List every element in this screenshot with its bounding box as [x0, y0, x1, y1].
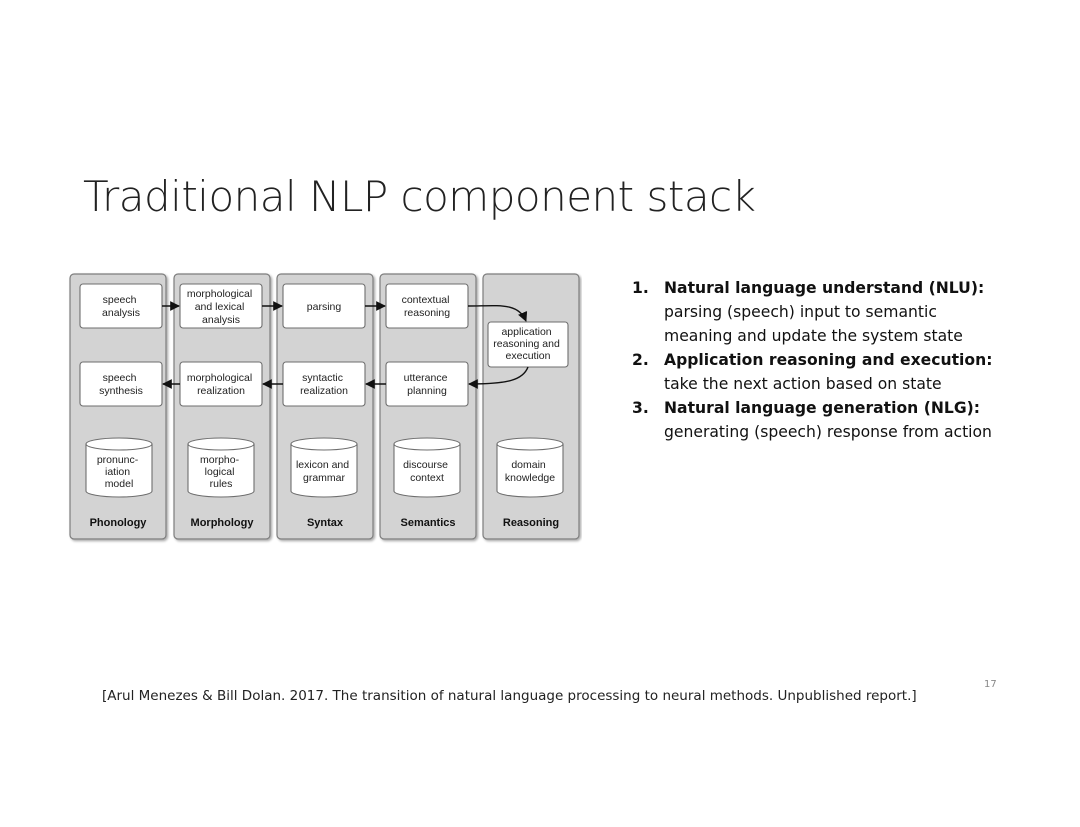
morphological-analysis-label: morphological and lexical analysis [187, 288, 255, 326]
parsing-label: parsing [307, 301, 342, 313]
list-item-number: 3. [632, 399, 649, 417]
page-number: 17 [984, 679, 997, 690]
utterance-planning-label: utterance planning [404, 372, 451, 397]
list-item-text: parsing (speech) input to semantic [664, 303, 937, 321]
column-label-morphology: Morphology [191, 517, 255, 529]
svg-text:lexicon and grammar: lexicon and grammar [296, 459, 352, 484]
morphological-realization-label: morphological realization [187, 372, 255, 397]
list-item-heading: Natural language generation (NLG): [664, 399, 980, 417]
column-reasoning [482, 273, 580, 540]
list-item-heading: Natural language understand (NLU): [664, 279, 985, 297]
nlp-stack-diagram: speech analysis morphological and lexica… [68, 272, 582, 544]
speech-synthesis-box [79, 361, 163, 407]
morphological-realization-box [179, 361, 263, 407]
list-item-number: 2. [632, 351, 649, 369]
slide-title: Traditional NLP component stack [83, 172, 756, 221]
lexicon-grammar-store: lexicon and grammar [290, 437, 358, 498]
list-item: 1. Natural language understand (NLU): pa… [632, 276, 1052, 348]
discourse-context-store: discourse context [393, 437, 461, 498]
utterance-planning-box [385, 361, 469, 407]
speech-analysis-label: speech analysis [102, 294, 140, 319]
list-item-text: meaning and update the system state [664, 327, 963, 345]
pipeline-description-list: 1. Natural language understand (NLU): pa… [632, 276, 1052, 444]
nlp-stack-svg: speech analysis morphological and lexica… [69, 273, 580, 540]
list-item-text: take the next action based on state [664, 375, 942, 393]
citation: [Arul Menezes & Bill Dolan. 2017. The tr… [102, 688, 917, 704]
arrow-application-to-utterance [468, 366, 529, 389]
arrow-context-to-application [467, 304, 528, 322]
column-label-phonology: Phonology [90, 517, 148, 529]
column-label-reasoning: Reasoning [503, 517, 559, 529]
column-label-semantics: Semantics [400, 517, 455, 529]
pronunciation-model-store: pronunc- iation model [85, 437, 153, 498]
list-item-heading: Application reasoning and execution: [664, 351, 993, 369]
morphological-rules-store: morpho- logical rules [187, 437, 255, 498]
svg-text:discourse context: discourse context [403, 459, 451, 484]
column-label-syntax: Syntax [307, 517, 344, 529]
list-item-text: generating (speech) response from action [664, 423, 992, 441]
svg-text:pronunc- iation: pronunc- iation model [97, 454, 141, 490]
contextual-reasoning-box [385, 283, 469, 329]
list-item-number: 1. [632, 279, 649, 297]
contextual-reasoning-label: contextual reasoning [402, 294, 453, 319]
speech-synthesis-label: speech synthesis [99, 372, 143, 397]
application-reasoning-label: application reasoning and execution [493, 326, 562, 362]
speech-analysis-box [79, 283, 163, 329]
list-item: 3. Natural language generation (NLG): ge… [632, 396, 1052, 444]
syntactic-realization-label: syntactic realization [300, 372, 348, 397]
svg-text:morpho- logical: morpho- logical rules [200, 454, 242, 490]
domain-knowledge-store: domain knowledge [496, 437, 564, 498]
svg-text:domain knowledge: domain knowledge [505, 459, 555, 484]
syntactic-realization-box [282, 361, 366, 407]
list-item: 2. Application reasoning and execution: … [632, 348, 1052, 396]
